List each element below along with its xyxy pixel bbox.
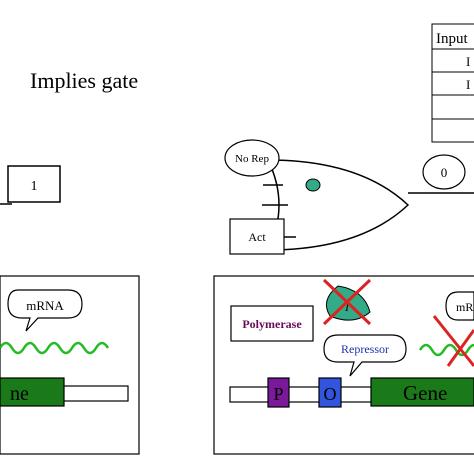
left-mrna-wave — [0, 341, 110, 355]
promoter-label: P — [273, 384, 283, 404]
mrna-cross-stroke-1 — [432, 315, 474, 367]
mrna-cross-stroke-2 — [446, 329, 474, 367]
left-output-box: 1 — [0, 165, 61, 205]
diagram-title: Implies gate — [30, 68, 138, 93]
output-value-label: 0 — [441, 165, 448, 180]
inducer-label: I — [344, 300, 350, 314]
left-value-box — [7, 165, 61, 203]
no-rep-input-bubble — [224, 139, 280, 177]
truth-table-header: Input — [436, 31, 468, 47]
left-value-label: 1 — [31, 179, 38, 194]
repressor-callout — [323, 334, 407, 377]
implies-logic-gate: No Rep Act 0 — [224, 139, 474, 255]
truth-table-row2: I — [466, 77, 470, 92]
operator-label: O — [324, 384, 337, 404]
left-mrna-label: mRNA — [26, 298, 64, 313]
inverter-bubble — [305, 178, 321, 192]
right-gene-block — [370, 377, 474, 407]
act-label: Act — [248, 230, 266, 244]
truth-table-frame — [431, 23, 474, 143]
or-gate-body — [266, 159, 410, 251]
repressor-label: Repressor — [341, 342, 389, 356]
right-gene-label: Gene — [403, 381, 447, 405]
inducer-cross-stroke-2 — [322, 278, 372, 326]
truth-table: Input I I — [431, 23, 474, 143]
polymerase-box — [230, 305, 314, 342]
promoter-block — [267, 377, 290, 408]
act-input-box — [229, 218, 285, 255]
left-gene-label: ne — [10, 383, 29, 405]
right-mrna-label: mR — [456, 300, 473, 314]
no-rep-label: No Rep — [235, 153, 269, 165]
right-mrna-callout — [445, 291, 474, 321]
right-gene-panel: Polymerase I Repressor mR P O Gene — [213, 275, 474, 455]
output-bubble — [422, 154, 466, 190]
right-mrna-wave — [418, 343, 474, 357]
left-mrna-callout — [7, 289, 83, 332]
left-gene-panel: mRNA ne — [0, 275, 140, 455]
operator-block — [318, 377, 342, 408]
left-gene-block — [0, 377, 65, 407]
polymerase-label: Polymerase — [242, 317, 302, 331]
truth-table-row1: I — [466, 54, 470, 69]
left-dna-strand — [62, 385, 129, 402]
